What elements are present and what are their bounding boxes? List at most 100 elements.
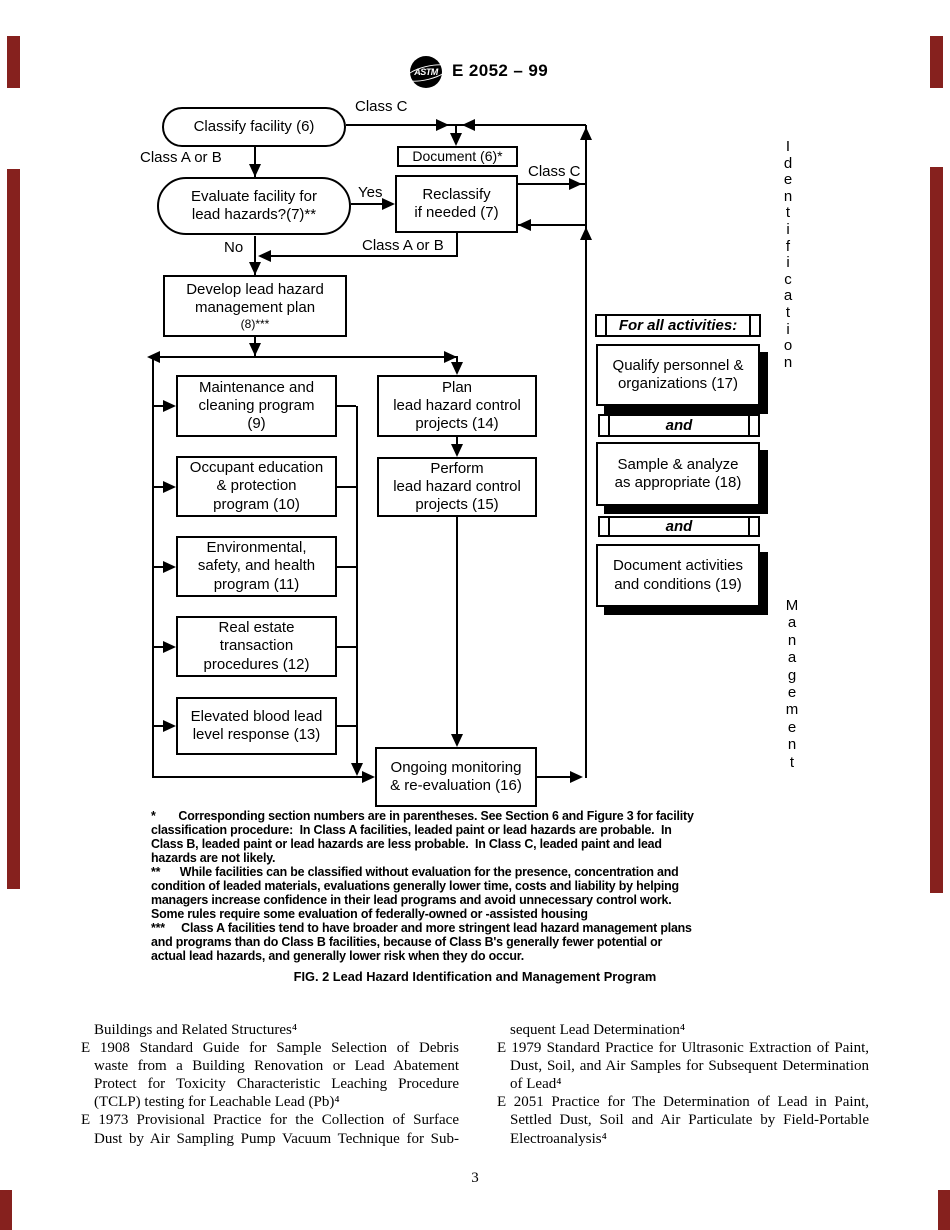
astm-logo-icon: ASTM: [403, 56, 451, 88]
footnote-line: *** Class A facilities tend to have broa…: [151, 920, 692, 936]
footnote-line: * Corresponding section numbers are in p…: [151, 808, 694, 823]
flow-label-yes: Yes: [358, 184, 383, 201]
footnote-line: condition of leaded materials, evaluatio…: [151, 878, 679, 894]
scan-mark: [930, 167, 943, 893]
connector-line: [456, 437, 458, 447]
reference-line: E 1979 Standard Practice for Ultrasonic …: [497, 1040, 869, 1057]
arrowhead-left: [147, 351, 160, 363]
standard-code: E 2052 – 99: [452, 61, 549, 80]
arrowhead-right: [163, 400, 176, 412]
connector-line: [585, 125, 587, 778]
flow-label-class-c: Class C: [355, 98, 408, 115]
arrowhead-right: [163, 720, 176, 732]
scan-mark: [938, 1190, 950, 1230]
scan-mark: [7, 169, 20, 889]
flow-node-maintenance-program: Maintenance and cleaning program (9): [176, 375, 337, 437]
connector-line: [268, 255, 458, 257]
arrowhead-down: [451, 362, 463, 375]
arrowhead-left: [258, 250, 271, 262]
connector-line: [152, 486, 165, 488]
arrowhead-down: [249, 343, 261, 356]
connector-line: [337, 566, 356, 568]
arrowhead-left: [462, 119, 475, 131]
arrowhead-right: [436, 119, 449, 131]
references-left-column: Buildings and Related Structures⁴ E 1908…: [81, 1021, 459, 1148]
arrowhead-right: [569, 178, 582, 190]
flow-node-real-estate-procedures: Real estate transaction procedures (12): [176, 616, 337, 677]
arrowhead-down: [450, 133, 462, 146]
footnote-line: Some rules require some evaluation of fe…: [151, 906, 588, 922]
reference-line: sequent Lead Determination⁴: [510, 1022, 686, 1038]
connector-line: [152, 776, 367, 778]
connector-line: [518, 224, 587, 226]
arrowhead-up: [580, 227, 592, 240]
connector-line: [152, 566, 165, 568]
flow-label-class-c: Class C: [528, 163, 581, 180]
reference-line: Dust, Soil, and Air Samples for Subseque…: [510, 1058, 869, 1075]
connector-line: [337, 486, 356, 488]
flow-node-sample-analyze: Sample & analyze as appropriate (18): [596, 442, 760, 506]
arrowhead-down: [451, 734, 463, 747]
footnote-line: actual lead hazards, and generally lower…: [151, 948, 525, 964]
flow-node-plan-projects: Plan lead hazard control projects (14): [377, 375, 537, 437]
flow-node-reclassify: Reclassify if needed (7): [395, 175, 518, 233]
astm-logo-text: ASTM: [414, 67, 438, 77]
references-right-column: sequent Lead Determination⁴ E 1979 Stand…: [497, 1021, 869, 1148]
reference-line: Electroanalysis⁴: [510, 1130, 607, 1147]
connector-line: [152, 725, 165, 727]
connector-line: [337, 405, 356, 407]
connector-line: [356, 406, 358, 766]
connector-line: [254, 147, 256, 177]
reference-line: E 2051 Practice for The Determination of…: [497, 1094, 869, 1111]
flow-node-develop-main: Develop lead hazard management plan: [186, 281, 324, 317]
connector-line: [455, 126, 457, 136]
flow-node-classify-facility: Classify facility (6): [162, 107, 346, 147]
flow-node-qualify-personnel: Qualify personnel & organizations (17): [596, 344, 760, 406]
flow-node-blood-lead-response: Elevated blood lead level response (13): [176, 697, 337, 755]
arrowhead-right: [444, 351, 457, 363]
figure-caption: FIG. 2 Lead Hazard Identification and Ma…: [293, 969, 657, 984]
flow-node-occupant-program: Occupant education & protection program …: [176, 456, 337, 517]
flow-node-document-activities: Document activities and conditions (19): [596, 544, 760, 607]
connector-line: [456, 233, 458, 256]
flow-label-class-a-or-b: Class A or B: [362, 237, 444, 254]
scan-mark: [7, 36, 20, 88]
connector-line: [456, 517, 458, 737]
flow-node-environmental-program: Environmental, safety, and health progra…: [176, 536, 337, 597]
footnote-line: ** While facilities can be classified wi…: [151, 864, 679, 880]
reference-line: of Lead⁴: [510, 1076, 562, 1093]
reference-line: (TCLP) testing for Leachable Lead (Pb)⁴: [94, 1094, 340, 1111]
connector-line: [518, 183, 587, 185]
arrowhead-right: [362, 771, 375, 783]
flow-label-class-a-or-b: Class A or B: [140, 149, 222, 166]
reference-line: Settled Dust, Soil and Air Particulate b…: [510, 1112, 869, 1129]
arrowhead-down: [249, 164, 261, 177]
footnote-line: classification procedure: In Class A fac…: [151, 822, 672, 838]
footnote-line: and programs than do Class B facilities,…: [151, 934, 663, 950]
reference-line: Dust by Air Sampling Pump Vacuum Techniq…: [94, 1130, 459, 1147]
flow-node-develop-sub: (8)***: [240, 316, 270, 331]
connector-line: [351, 203, 384, 205]
footnote-line: Class B, leaded paint or lead hazards ar…: [151, 836, 662, 852]
flow-node-ongoing-monitoring: Ongoing monitoring & re-evaluation (16): [375, 747, 537, 807]
arrowhead-down: [249, 262, 261, 275]
reference-line: E 1973 Provisional Practice for the Coll…: [81, 1112, 459, 1129]
reference-line: Protect for Toxicity Characteristic Leac…: [94, 1076, 459, 1093]
connector-line: [152, 405, 165, 407]
reference-line: waste from a Building Renovation or Lead…: [94, 1058, 459, 1075]
scan-mark: [930, 36, 943, 88]
connector-line: [153, 356, 458, 358]
footnote-line: hazards are not likely.: [151, 850, 276, 866]
arrowhead-up: [580, 127, 592, 140]
flow-node-document: Document (6)*: [397, 146, 518, 167]
figure-footnotes: * Corresponding section numbers are in p…: [151, 808, 803, 964]
and-ribbon: and: [598, 516, 760, 537]
arrowhead-right: [382, 198, 395, 210]
connector-line: [254, 236, 256, 275]
flow-label-no: No: [224, 239, 244, 256]
arrowhead-right: [163, 481, 176, 493]
arrowhead-down: [351, 763, 363, 776]
arrowhead-down: [451, 444, 463, 457]
reference-line: E 1908 Standard Guide for Sample Selecti…: [81, 1040, 459, 1057]
